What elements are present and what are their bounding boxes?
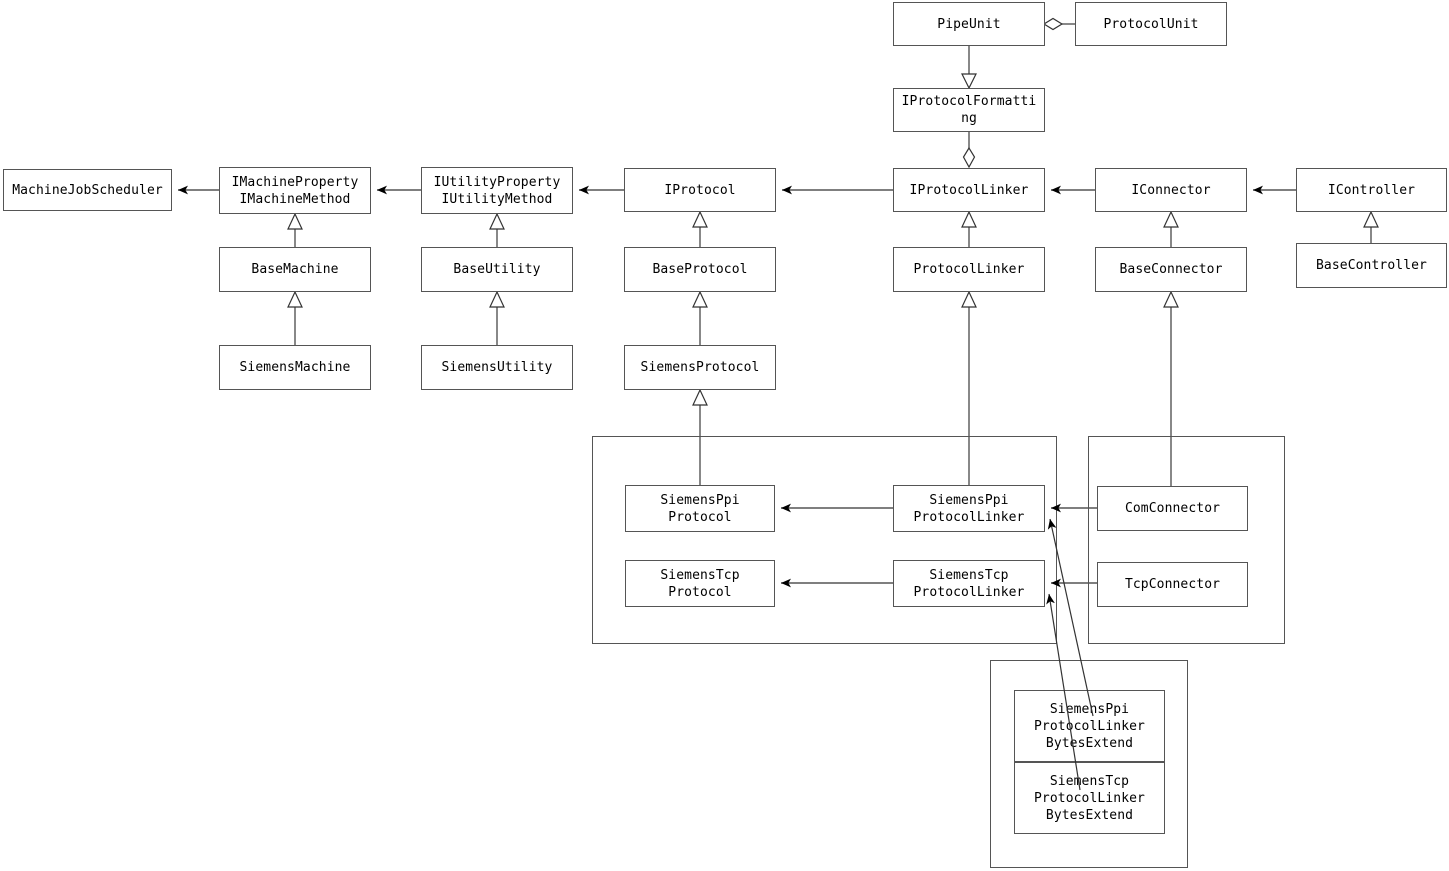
edge-protocolunit-pipeunit xyxy=(1042,17,1075,31)
node-basemachine[interactable]: BaseMachine xyxy=(219,247,371,292)
edge-protocollinker-iprotocollinker xyxy=(961,210,977,247)
group-siemens-protocols xyxy=(592,436,1057,644)
node-baseutility[interactable]: BaseUtility xyxy=(421,247,573,292)
edge-basecontroller-icontroller xyxy=(1363,210,1379,243)
edge-baseutility-iutility xyxy=(489,212,505,247)
edge-basemachine-imachine xyxy=(287,212,303,247)
group-connectors xyxy=(1088,436,1285,644)
node-siemensppiprotocollinkerbytesextend[interactable]: SiemensPpi ProtocolLinker BytesExtend xyxy=(1014,690,1165,762)
node-machinejobscheduler[interactable]: MachineJobScheduler xyxy=(3,169,172,211)
node-iprotocollinker[interactable]: IProtocolLinker xyxy=(893,168,1045,212)
node-baseprotocol[interactable]: BaseProtocol xyxy=(624,247,776,292)
node-baseconnector[interactable]: BaseConnector xyxy=(1095,247,1247,292)
node-siemenstcpprotocol[interactable]: SiemensTcp Protocol xyxy=(625,560,775,607)
node-siemensmachine[interactable]: SiemensMachine xyxy=(219,345,371,390)
node-iprotocolformatting[interactable]: IProtocolFormatti ng xyxy=(893,88,1045,132)
node-imachineproperty[interactable]: IMachineProperty IMachineMethod xyxy=(219,167,371,214)
node-siemenstcpprotocollinkerbytesextend[interactable]: SiemensTcp ProtocolLinker BytesExtend xyxy=(1014,762,1165,834)
edge-baseconnector-iconnector xyxy=(1163,210,1179,247)
node-protocollinker[interactable]: ProtocolLinker xyxy=(893,247,1045,292)
node-siemensutility[interactable]: SiemensUtility xyxy=(421,345,573,390)
edge-pipeunit-iprotocolformatting xyxy=(961,46,977,90)
edge-siemensutility-baseutility xyxy=(489,290,505,345)
node-basecontroller[interactable]: BaseController xyxy=(1296,243,1447,288)
edge-siemensprotocol-baseprotocol xyxy=(692,290,708,345)
node-tcpconnector[interactable]: TcpConnector xyxy=(1097,562,1248,607)
node-siemenstcpprotocollinker[interactable]: SiemensTcp ProtocolLinker xyxy=(893,560,1045,607)
node-iconnector[interactable]: IConnector xyxy=(1095,168,1247,212)
edge-baseprotocol-iprotocol xyxy=(692,210,708,247)
node-pipeunit[interactable]: PipeUnit xyxy=(893,2,1045,46)
node-siemensprotocol[interactable]: SiemensProtocol xyxy=(624,345,776,390)
node-iutilityproperty[interactable]: IUtilityProperty IUtilityMethod xyxy=(421,167,573,214)
node-comconnector[interactable]: ComConnector xyxy=(1097,486,1248,531)
edge-siemensmachine-basemachine xyxy=(287,290,303,345)
edge-iprotocolformatting-iprotocollinker xyxy=(962,132,976,169)
node-siemensppiprotocollinker[interactable]: SiemensPpi ProtocolLinker xyxy=(893,485,1045,532)
node-protocolunit[interactable]: ProtocolUnit xyxy=(1075,2,1227,46)
node-siemensppiprotocol[interactable]: SiemensPpi Protocol xyxy=(625,485,775,532)
node-iprotocol[interactable]: IProtocol xyxy=(624,168,776,212)
node-icontroller[interactable]: IController xyxy=(1296,168,1447,212)
